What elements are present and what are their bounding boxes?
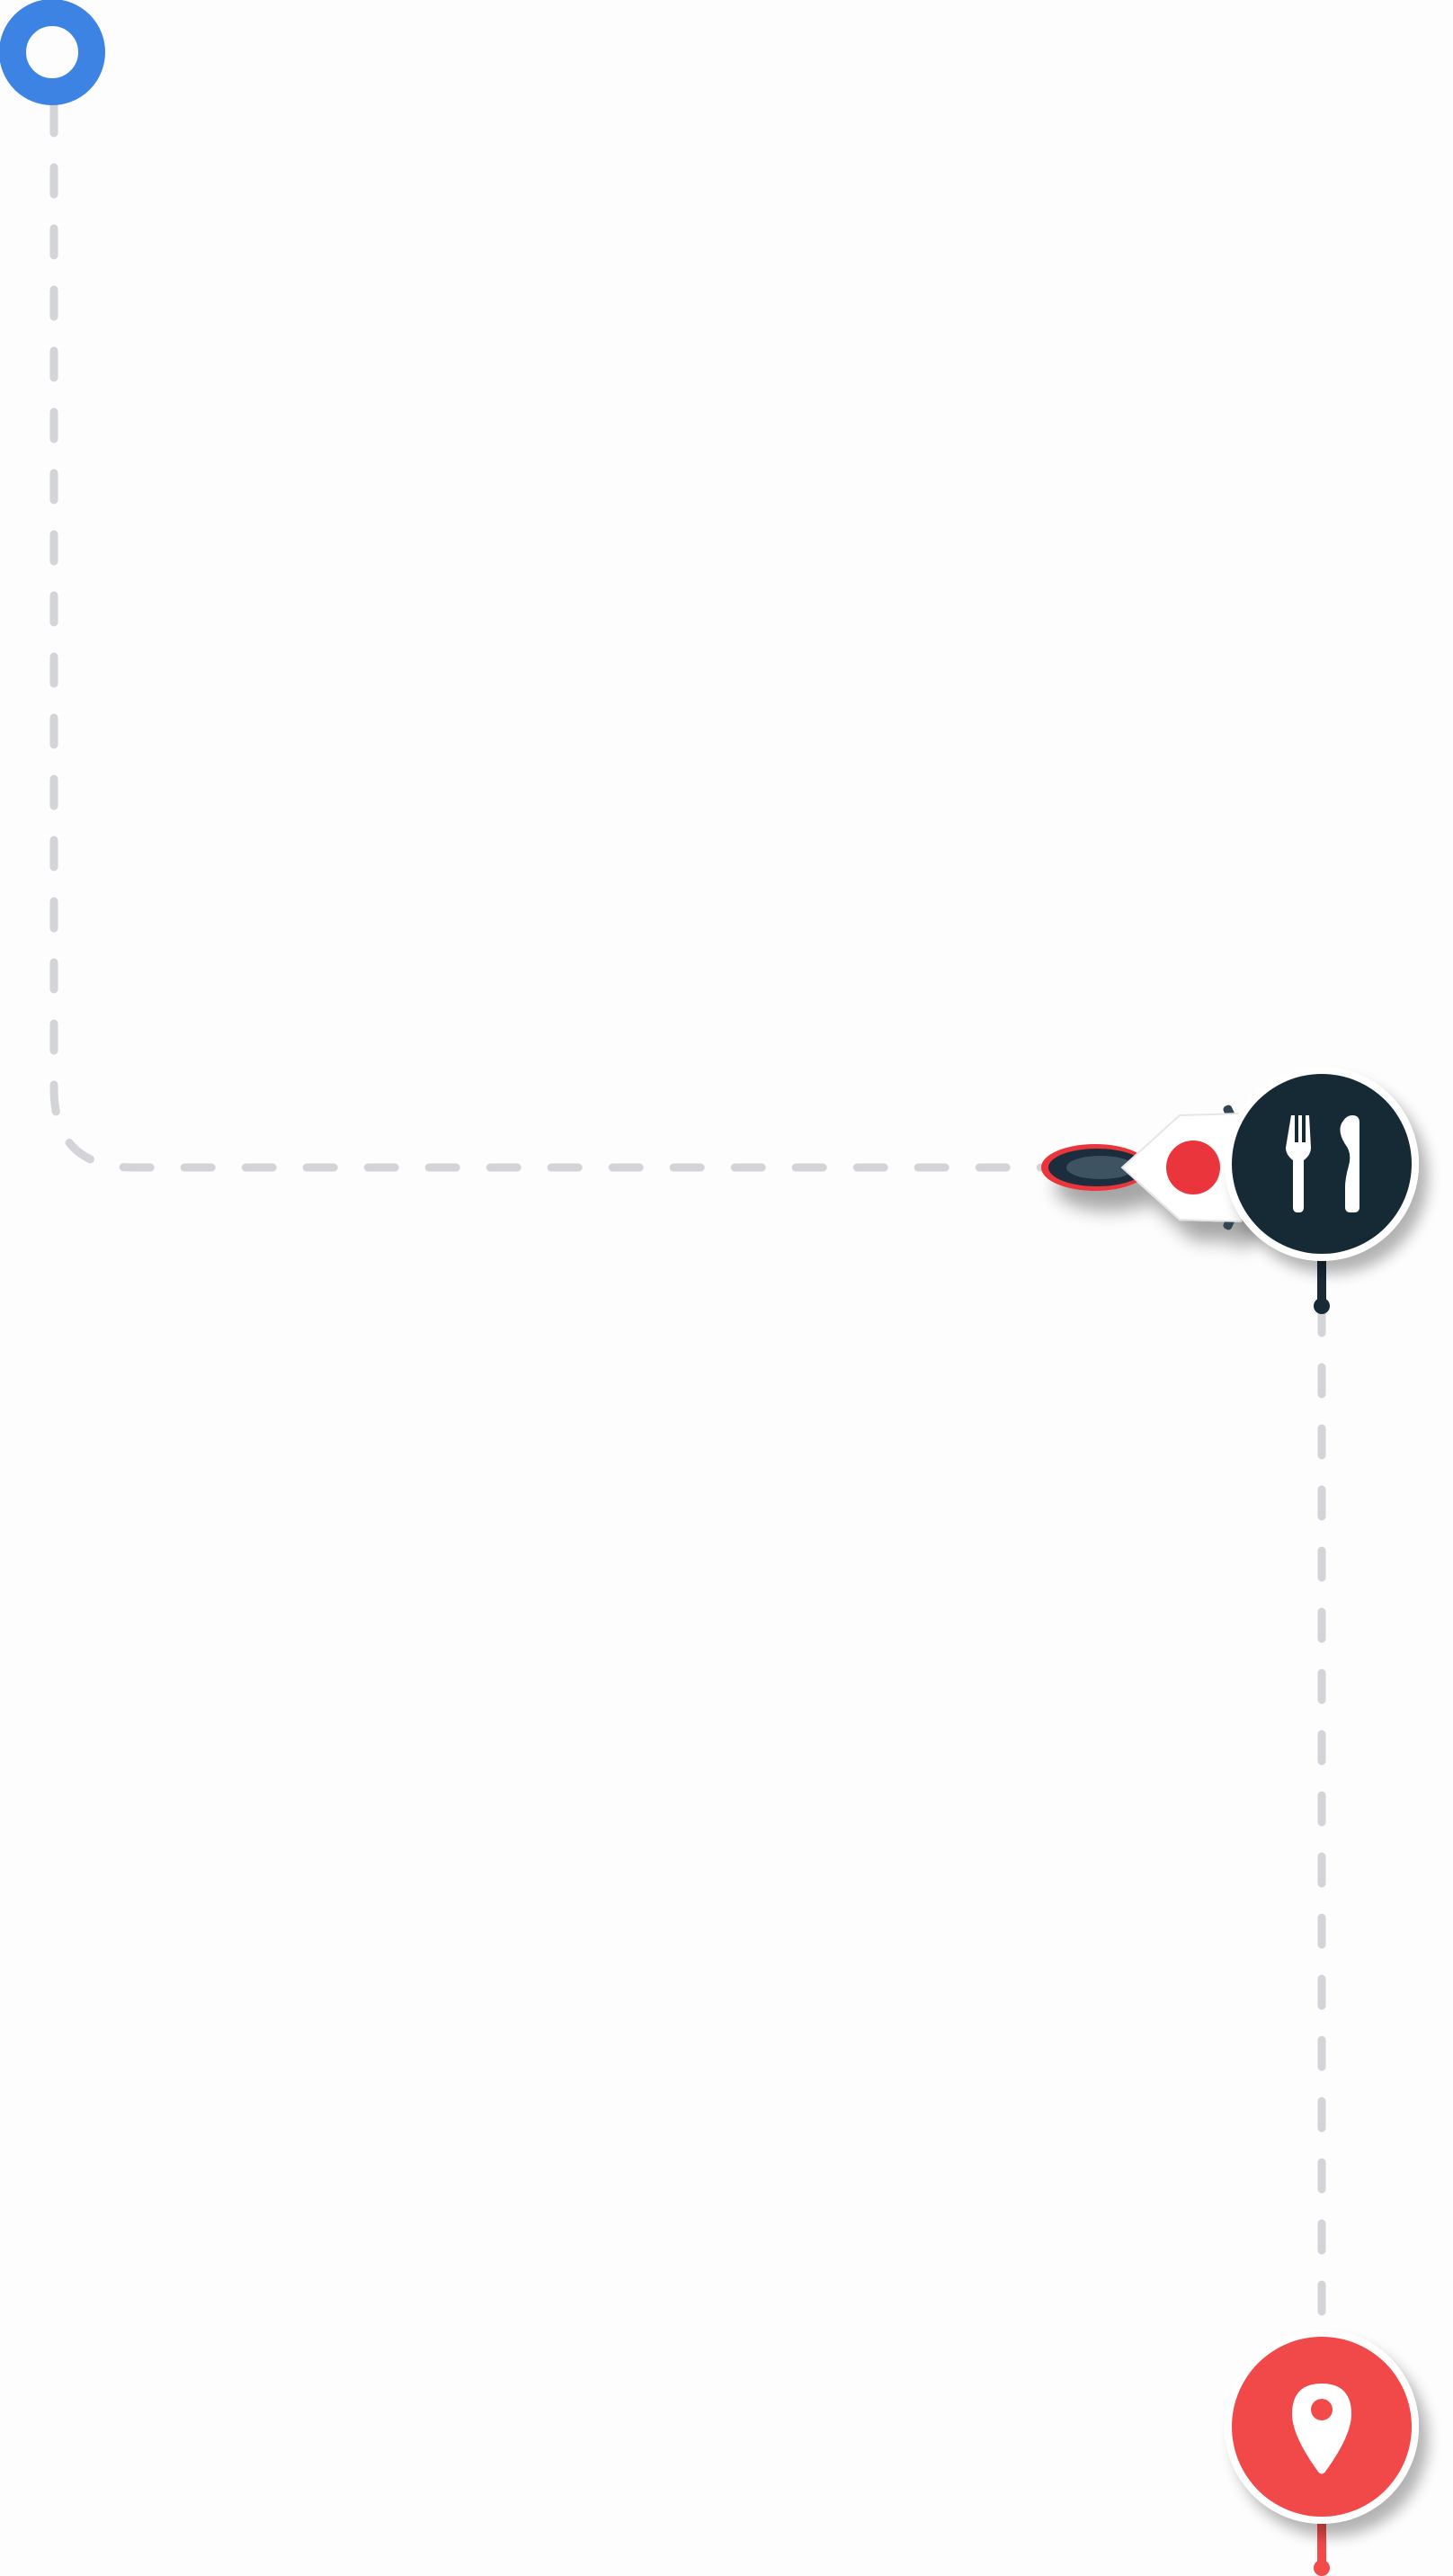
fork-knife-icon xyxy=(1286,1115,1359,1212)
location-pin-icon xyxy=(1292,2384,1351,2474)
origin-marker[interactable] xyxy=(0,0,105,105)
destination-marker[interactable] xyxy=(1225,2330,1419,2576)
route-line-first-leg xyxy=(49,102,1047,1172)
courier-scooter[interactable] xyxy=(1041,1104,1252,1230)
scooter-icon xyxy=(1041,1105,1252,1230)
origin-ring-icon xyxy=(0,0,105,105)
restaurant-marker[interactable] xyxy=(1225,1067,1419,1314)
